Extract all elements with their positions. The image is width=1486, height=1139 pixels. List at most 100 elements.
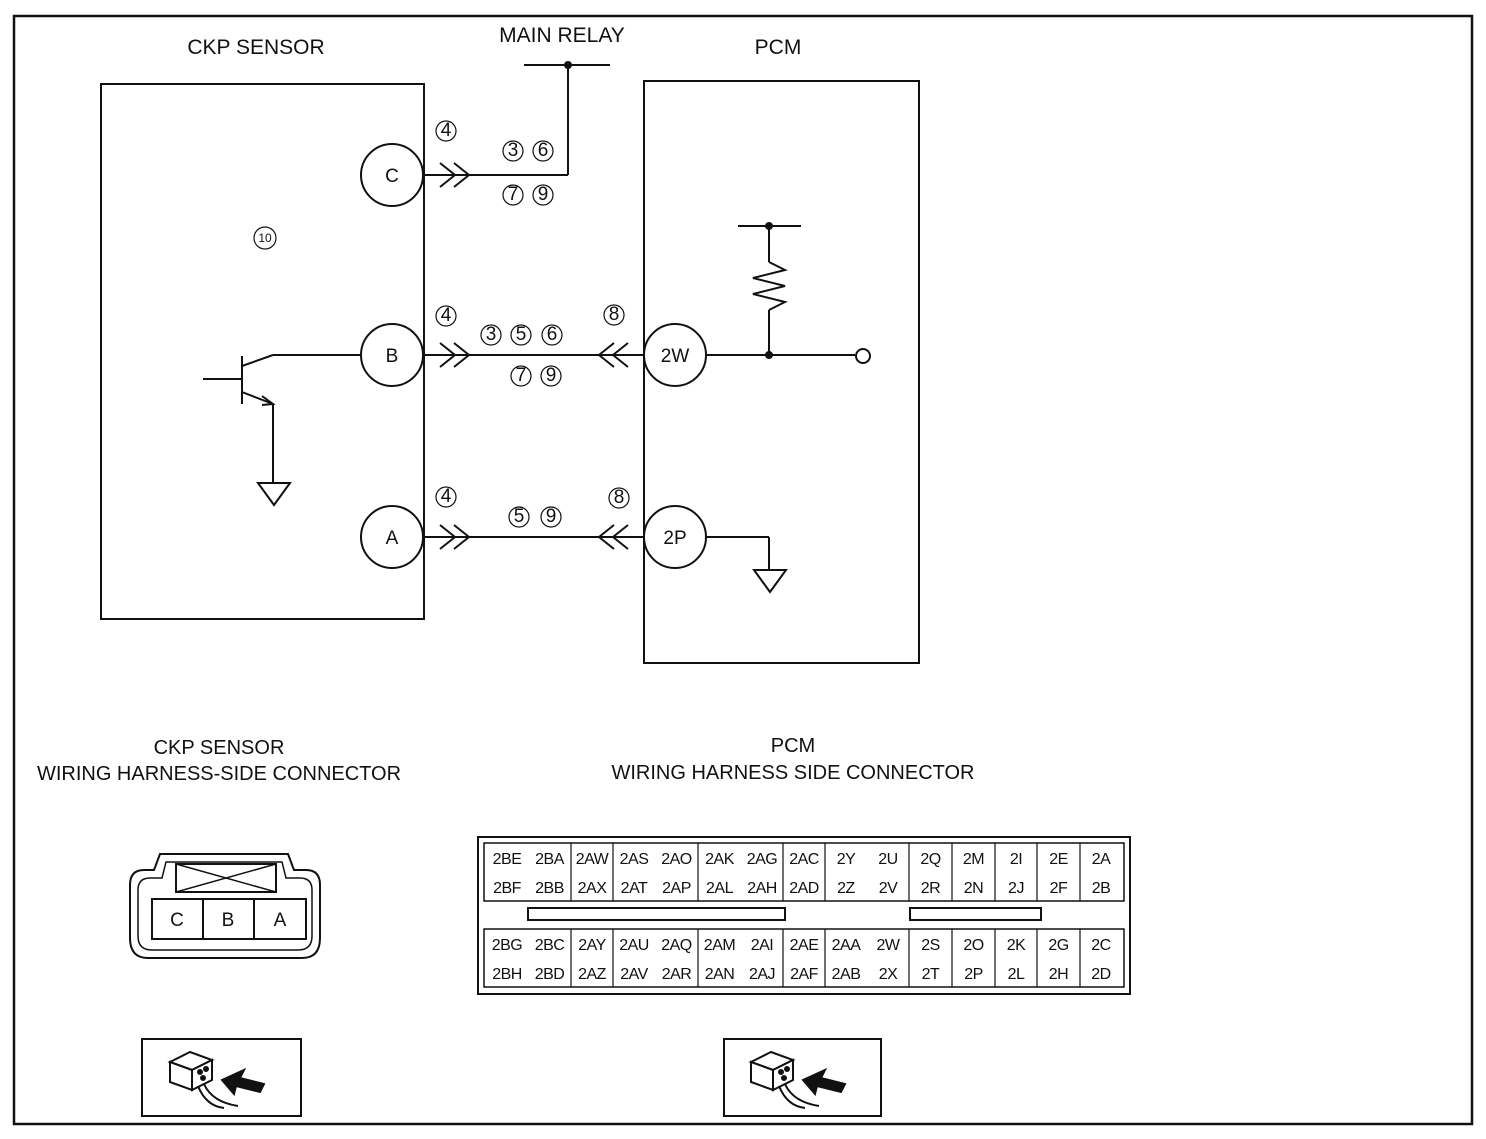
pcm-pin-cell: 2BB	[535, 880, 564, 897]
pcm-box	[643, 80, 920, 664]
wire-ref-marker: 7	[510, 365, 532, 387]
pcm-pin-cell: 2G	[1048, 937, 1068, 954]
pullup-junction	[765, 351, 773, 359]
pcm-pin-cell: 2I	[1010, 851, 1022, 868]
pcm-terminal-2p: 2P	[643, 505, 707, 569]
transistor-symbol	[203, 354, 360, 483]
pcm-pin-cell: 2AR	[662, 966, 692, 983]
pcm-pin-cell: 2BG	[492, 937, 523, 954]
svg-text:2W: 2W	[661, 346, 690, 367]
pcm-connector-dividers	[570, 843, 1081, 987]
svg-text:7: 7	[516, 365, 527, 386]
svg-text:8: 8	[609, 304, 620, 325]
pcm-pin-cell: 2AM	[704, 937, 736, 954]
pcm-pin-cell: 2V	[879, 880, 898, 897]
connector-symbol-c	[439, 162, 471, 188]
pcm-pin-cell: 2BF	[493, 880, 522, 897]
pcm-connector-key-right	[909, 907, 1042, 921]
pcm-pin-cell: 2BD	[535, 966, 565, 983]
pcm-pin-cell: 2AZ	[578, 966, 607, 983]
pcm-pin-cell: 2AF	[790, 966, 819, 983]
sensor-terminal-b: B	[360, 323, 424, 387]
pcm-pin-cell: 2A	[1092, 851, 1111, 868]
wire-ref-marker: 7	[502, 184, 524, 206]
svg-text:5: 5	[514, 506, 525, 527]
pcm-pin-cell: 2T	[922, 966, 940, 983]
svg-text:3: 3	[508, 140, 519, 161]
ckp-sensor-box	[100, 83, 425, 620]
wire-ref-marker: 9	[540, 506, 562, 528]
connector-symbol-a-sensor	[439, 524, 471, 550]
wire-ref-marker: 6	[541, 324, 563, 346]
ckp-connector-face	[129, 853, 321, 959]
connector-symbol-b-sensor	[439, 342, 471, 368]
svg-text:2P: 2P	[663, 528, 686, 549]
connector-view-icon	[723, 1038, 882, 1117]
pcm-pin-cell: 2AQ	[661, 937, 692, 954]
pcm-connector-subtitle: WIRING HARNESS SIDE CONNECTOR	[612, 762, 975, 784]
pcm-pin-cell: 2C	[1091, 937, 1110, 954]
wire-ref-marker: 8	[603, 304, 625, 326]
pcm-pin-cell: 2Y	[837, 851, 856, 868]
ckp-connector-title: CKP SENSOR	[154, 737, 285, 759]
pcm-pin-cell: 2AH	[747, 880, 777, 897]
svg-text:4: 4	[441, 305, 452, 326]
pcm-pin-cell: 2AO	[661, 851, 692, 868]
pcm-pin-cell: 2AD	[789, 880, 819, 897]
pcm-pin-cell: 2N	[964, 880, 983, 897]
pcm-pin-cell: 2Z	[837, 880, 855, 897]
pcm-pin-cell: 2AJ	[749, 966, 775, 983]
pcm-pin-cell: 2AG	[747, 851, 778, 868]
svg-text:C: C	[385, 166, 399, 187]
pcm-pin-cell: 2R	[921, 880, 940, 897]
pcm-pin-cell: 2BH	[492, 966, 522, 983]
pcm-pin-cell: 2AW	[576, 851, 610, 868]
wire-ref-marker: 3	[502, 140, 524, 162]
pcm-pin-cell: 2O	[963, 937, 983, 954]
svg-text:4: 4	[441, 120, 452, 141]
pcm-connector-key-left	[527, 907, 786, 921]
ckp-connector-pin-c: C	[170, 910, 184, 931]
wire-ref-marker: 9	[532, 184, 554, 206]
svg-text:6: 6	[538, 140, 549, 161]
outer-frame	[12, 14, 1474, 1126]
svg-text:5: 5	[516, 324, 527, 345]
pcm-pin-cell: 2K	[1007, 937, 1026, 954]
wire-ref-marker: 3	[480, 324, 502, 346]
pcm-pin-cell: 2AT	[621, 880, 648, 897]
pcm-pin-cell: 2AP	[662, 880, 691, 897]
pcm-pin-cell: 2X	[879, 966, 898, 983]
sensor-terminal-c: C	[360, 143, 424, 207]
pcm-pin-cell: 2AC	[789, 851, 819, 868]
pullup-junction-top	[765, 222, 773, 230]
wire-ref-marker: 4	[435, 305, 457, 327]
pcm-pin-cell: 2P	[964, 966, 983, 983]
pcm-pin-cell: 2D	[1091, 966, 1110, 983]
pcm-label: PCM	[755, 36, 802, 59]
pcm-terminal-2w: 2W	[643, 323, 707, 387]
pcm-pin-cell: 2AA	[832, 937, 862, 954]
svg-text:B: B	[386, 346, 399, 367]
svg-text:8: 8	[614, 487, 625, 508]
ckp-connector-subtitle: WIRING HARNESS-SIDE CONNECTOR	[37, 763, 401, 785]
ckp-sensor-label: CKP SENSOR	[187, 36, 324, 59]
pcm-pin-cell: 2H	[1049, 966, 1068, 983]
pcm-pin-cell: 2AV	[620, 966, 648, 983]
wire-ref-marker: 9	[540, 365, 562, 387]
pcm-pin-cell: 2AI	[751, 937, 774, 954]
wire-ref-marker: 4	[435, 486, 457, 508]
pcm-pin-cell: 2AB	[832, 966, 861, 983]
main-relay-junction	[564, 61, 572, 69]
pcm-pin-cell: 2S	[921, 937, 940, 954]
wire-ref-marker: 4	[435, 120, 457, 142]
pcm-pin-cell: 2AU	[619, 937, 649, 954]
pcm-pin-cell: 2AN	[705, 966, 735, 983]
svg-text:6: 6	[547, 324, 558, 345]
svg-text:9: 9	[538, 184, 549, 205]
pcm-pin-cell: 2AX	[578, 880, 608, 897]
pcm-pin-cell: 2AS	[620, 851, 649, 868]
pcm-pin-cell: 2B	[1092, 880, 1111, 897]
